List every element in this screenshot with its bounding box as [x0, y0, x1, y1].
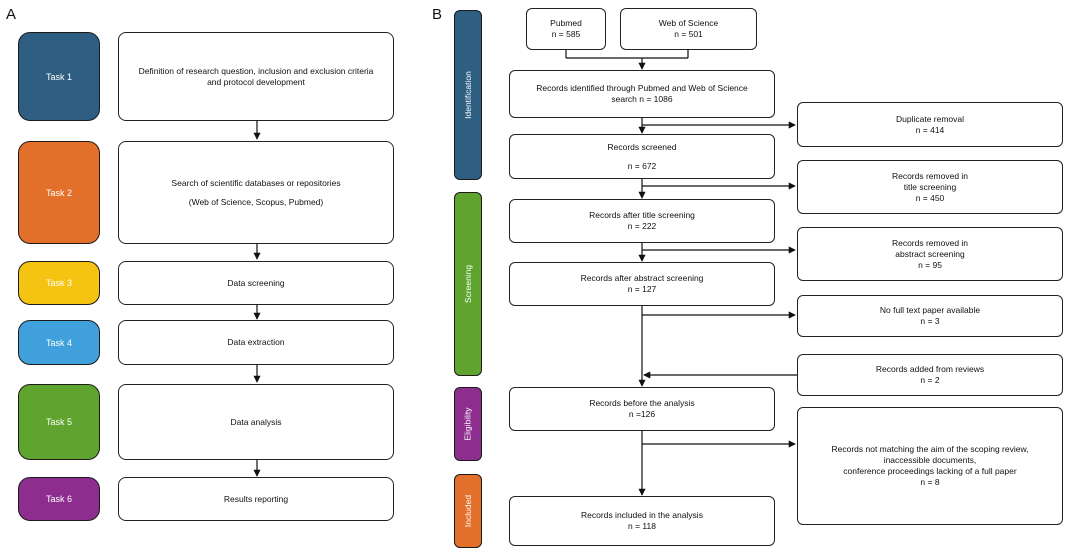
box-pubmed-line-2: n = 585 — [551, 29, 581, 39]
box-before-analysis: Records before the analysis n =126 — [509, 387, 775, 431]
box-no-fulltext-line-2: n = 3 — [920, 316, 940, 326]
box-screened-line-1: Records screened — [607, 141, 677, 152]
task-1-text-line-1: Definition of research question, inclusi… — [138, 65, 374, 76]
box-identified-line-1: Records identified through Pubmed and We… — [536, 83, 748, 93]
box-title-removed: Records removed in title screening n = 4… — [797, 160, 1063, 214]
panel-b-label: B — [432, 6, 443, 23]
task-5-pill: Task 5 — [18, 384, 100, 460]
task-2-description: Search of scientific databases or reposi… — [118, 141, 394, 244]
box-title-removed-line-3: n = 450 — [915, 192, 945, 203]
box-abstract-removed-line-2: abstract screening — [895, 248, 965, 259]
box-screened-line-2: n = 672 — [627, 160, 657, 171]
box-included-line-1: Records included in the analysis — [581, 510, 703, 520]
task-3-label: Task 3 — [45, 278, 72, 288]
box-records-screened: Records screened n = 672 — [509, 134, 775, 179]
box-added-from-reviews: Records added from reviews n = 2 — [797, 354, 1063, 396]
box-wos-line-1: Web of Science — [658, 18, 719, 28]
stage-screening: Screening — [454, 192, 482, 376]
box-abstract-removed-line-1: Records removed in — [891, 237, 969, 248]
stage-eligibility: Eligibility — [454, 387, 482, 461]
box-not-matching-line-2: inaccessible documents, — [883, 455, 977, 465]
box-duplicate-removal: Duplicate removal n = 414 — [797, 102, 1063, 147]
task-4-description: Data extraction — [118, 320, 394, 365]
stage-identification: Identification — [454, 10, 482, 180]
task-1-description: Definition of research question, inclusi… — [118, 32, 394, 121]
box-abstract-removed-line-3: n = 95 — [918, 259, 942, 270]
task-4-text-line-1: Data extraction — [227, 337, 285, 347]
box-added-line-2: n = 2 — [920, 375, 940, 385]
box-after-abstract-line-1: Records after abstract screening — [580, 273, 704, 283]
task-6-label: Task 6 — [45, 494, 72, 504]
task-3-text-line-1: Data screening — [227, 277, 285, 288]
box-after-title-line-2: n = 222 — [627, 221, 657, 231]
box-records-identified: Records identified through Pubmed and We… — [509, 70, 775, 118]
task-5-label: Task 5 — [45, 417, 72, 427]
box-records-included: Records included in the analysis n = 118 — [509, 496, 775, 546]
box-no-full-text: No full text paper available n = 3 — [797, 295, 1063, 337]
task-4-pill: Task 4 — [18, 320, 100, 365]
box-after-abstract-line-2: n = 127 — [627, 284, 657, 294]
box-abstract-removed: Records removed in abstract screening n … — [797, 227, 1063, 281]
task-6-text-line-1: Results reporting — [223, 493, 289, 504]
box-not-matching: Records not matching the aim of the scop… — [797, 407, 1063, 525]
box-title-removed-line-2: title screening — [903, 181, 957, 192]
box-not-matching-line-3: conference proceedings lacking of a full… — [843, 466, 1017, 476]
box-after-title-line-1: Records after title screening — [589, 210, 695, 220]
box-added-line-1: Records added from reviews — [875, 364, 985, 374]
box-pubmed-line-1: Pubmed — [550, 18, 582, 28]
stage-included: Included — [454, 474, 482, 548]
task-6-pill: Task 6 — [18, 477, 100, 521]
task-2-text-line-1: Search of scientific databases or reposi… — [171, 177, 341, 188]
panel-a-label: A — [6, 6, 17, 23]
box-after-abstract: Records after abstract screening n = 127 — [509, 262, 775, 306]
task-5-text-line-1: Data analysis — [230, 416, 282, 427]
box-no-fulltext-line-1: No full text paper available — [879, 305, 981, 315]
box-pubmed: Pubmed n = 585 — [526, 8, 606, 50]
task-6-description: Results reporting — [118, 477, 394, 521]
task-2-label: Task 2 — [45, 187, 72, 198]
box-title-removed-line-1: Records removed in — [891, 170, 969, 181]
task-1-pill: Task 1 — [18, 32, 100, 121]
box-web-of-science: Web of Science n = 501 — [620, 8, 757, 50]
box-duplicate-line-1: Duplicate removal — [895, 113, 965, 124]
task-3-pill: Task 3 — [18, 261, 100, 305]
task-5-description: Data analysis — [118, 384, 394, 460]
task-2-pill: Task 2 — [18, 141, 100, 244]
task-3-description: Data screening — [118, 261, 394, 305]
task-2-text-line-2: (Web of Science, Scopus, Pubmed) — [188, 196, 324, 207]
box-before-line-2: n =126 — [628, 409, 656, 419]
task-1-label: Task 1 — [45, 71, 72, 82]
box-after-title: Records after title screening n = 222 — [509, 199, 775, 243]
box-included-line-2: n = 118 — [628, 521, 656, 531]
box-wos-line-2: n = 501 — [674, 29, 703, 39]
box-before-line-1: Records before the analysis — [589, 398, 695, 408]
box-not-matching-line-1: Records not matching the aim of the scop… — [831, 444, 1029, 454]
box-not-matching-line-4: n = 8 — [920, 477, 940, 487]
task-1-text-line-2: and protocol development — [207, 76, 305, 87]
box-identified-line-2: search n = 1086 — [611, 94, 673, 104]
task-4-label: Task 4 — [45, 337, 72, 348]
box-duplicate-line-2: n = 414 — [915, 124, 945, 135]
